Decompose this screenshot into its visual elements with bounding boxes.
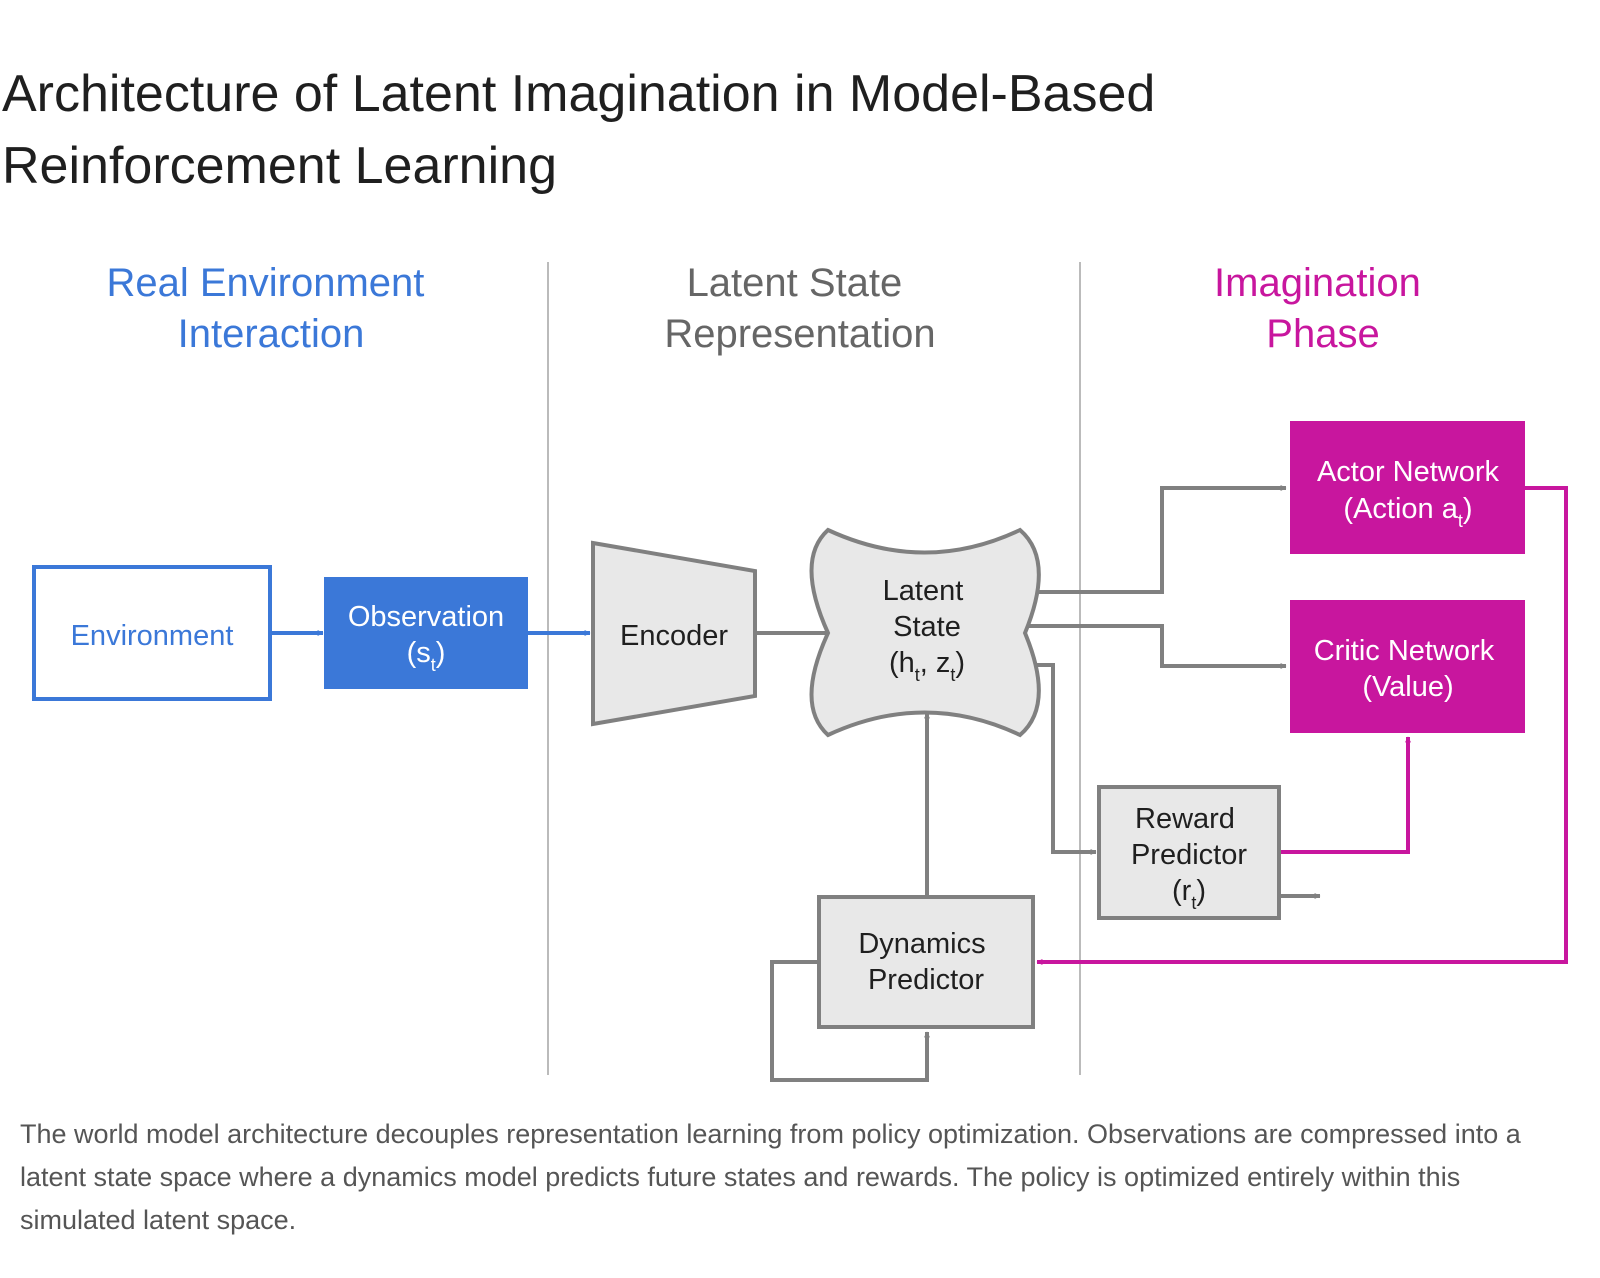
arrow-latent-state-to-actor [1025, 485, 1287, 594]
section-header-latent-state: Latent State Representation [664, 261, 935, 356]
encoder-node: Encoder [591, 540, 757, 727]
arrow-latent-state-to-critic [1025, 624, 1287, 669]
arrow-actor-to-dynamics [1036, 486, 1568, 965]
arrow-latent-state-to-reward [1025, 663, 1097, 855]
observation-label: Observation [348, 601, 504, 633]
observation-node: Observation (st) [324, 577, 528, 689]
dynamics-predictor-node: Dynamics Predictor [817, 895, 1035, 1029]
arrow-reward-to-critic [1280, 736, 1411, 854]
critic-network-node: Critic Network (Value) [1290, 600, 1525, 733]
arrow-dynamics-self-loop [770, 960, 930, 1082]
actor-network-label: Actor Network [1317, 456, 1500, 488]
section-header-real-environment: Real Environment Interaction [106, 261, 435, 356]
dynamics-predictor-label: Dynamics Predictor [858, 928, 993, 996]
environment-label: Environment [71, 620, 234, 652]
environment-node: Environment [32, 565, 272, 701]
architecture-diagram: Real Environment Interaction Latent Stat… [32, 261, 1568, 1082]
reward-predictor-label: Reward Predictor [1131, 803, 1247, 871]
critic-network-label: Critic Network (Value) [1314, 635, 1503, 703]
reward-predictor-variable: (rt) [1172, 875, 1206, 913]
actor-network-node: Actor Network (Action at) [1290, 421, 1525, 554]
latent-state-variable: (ht, zt) [889, 647, 965, 685]
figure-caption: The world model architecture decouples r… [20, 1119, 1521, 1235]
latent-state-node: Latent State (ht, zt) [809, 527, 1041, 738]
reward-predictor-node: Reward Predictor (rt) [1097, 785, 1281, 920]
observation-variable: (st) [407, 637, 446, 675]
latent-state-label: Latent State [883, 575, 972, 643]
section-header-imagination-phase: Imagination Phase [1214, 261, 1432, 356]
encoder-label: Encoder [620, 620, 728, 652]
actor-network-action: (Action at) [1343, 493, 1472, 531]
page-title: Architecture of Latent Imagination in Mo… [2, 65, 1156, 195]
